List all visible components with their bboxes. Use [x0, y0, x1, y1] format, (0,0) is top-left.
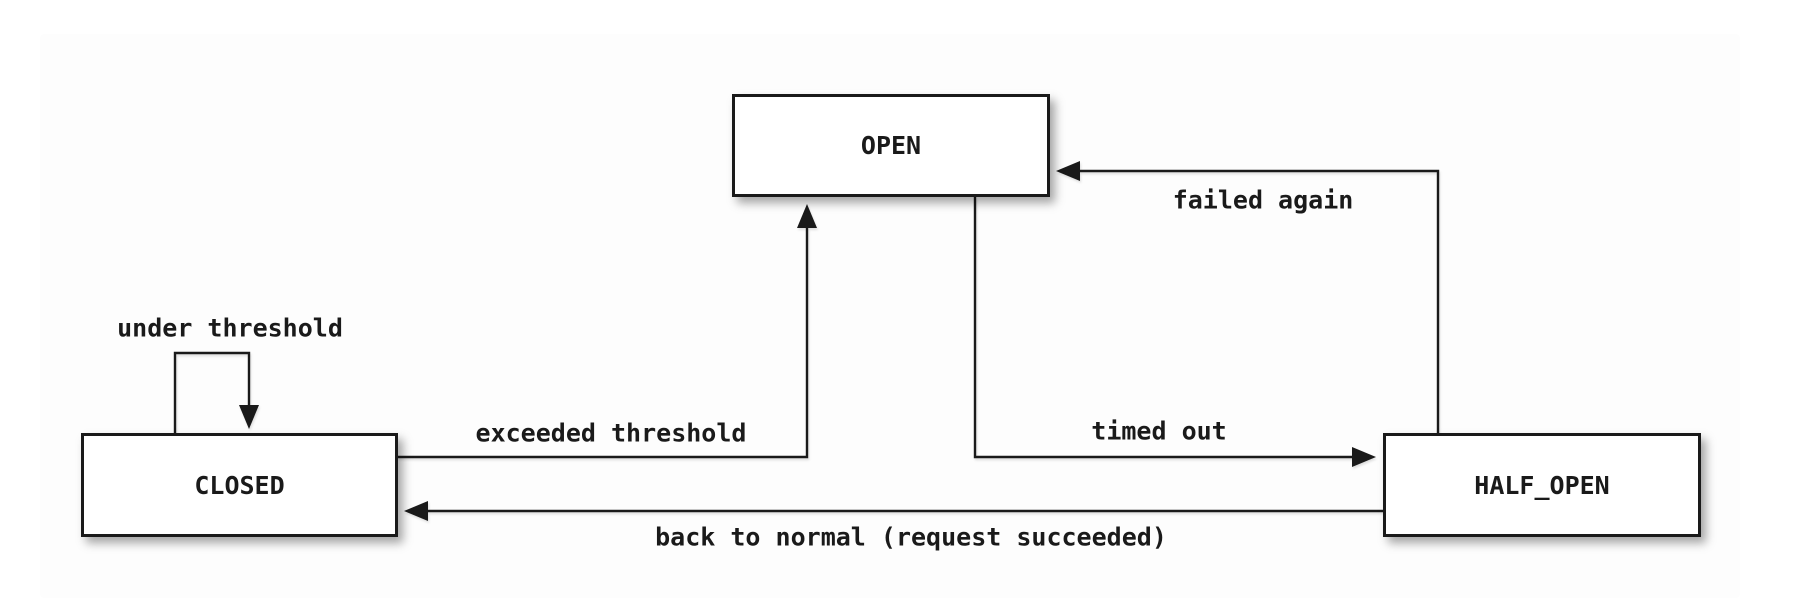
transition-label-failed-again: failed again [1172, 185, 1354, 215]
state-node-closed-label: CLOSED [194, 470, 285, 500]
transition-edge-closed-to-open [398, 204, 817, 459]
state-node-open: OPEN [732, 94, 1050, 197]
transition-edge-half-open-to-closed [404, 501, 1383, 521]
arrowhead-right-icon [1352, 447, 1376, 467]
state-node-open-label: OPEN [860, 131, 922, 160]
arrowhead-down-icon [239, 405, 259, 429]
transition-edge-open-to-half-open [973, 197, 1376, 467]
transition-label-exceeded-threshold: exceeded threshold [475, 418, 747, 448]
state-node-closed: CLOSED [81, 433, 398, 537]
arrowhead-up-icon [797, 204, 817, 228]
transition-edge-closed-self-loop [173, 351, 259, 433]
arrowhead-left-icon [404, 501, 428, 521]
transition-edge-half-open-to-open [1056, 161, 1440, 433]
state-node-half-open: HALF_OPEN [1383, 433, 1701, 537]
transition-label-timed-out: timed out [1091, 416, 1227, 446]
transition-label-under-threshold: under threshold [117, 313, 343, 343]
arrowhead-left-icon [1056, 161, 1080, 181]
state-node-half-open-label: HALF_OPEN [1474, 470, 1610, 500]
transition-label-back-to-normal: back to normal (request succeeded) [655, 522, 1167, 552]
